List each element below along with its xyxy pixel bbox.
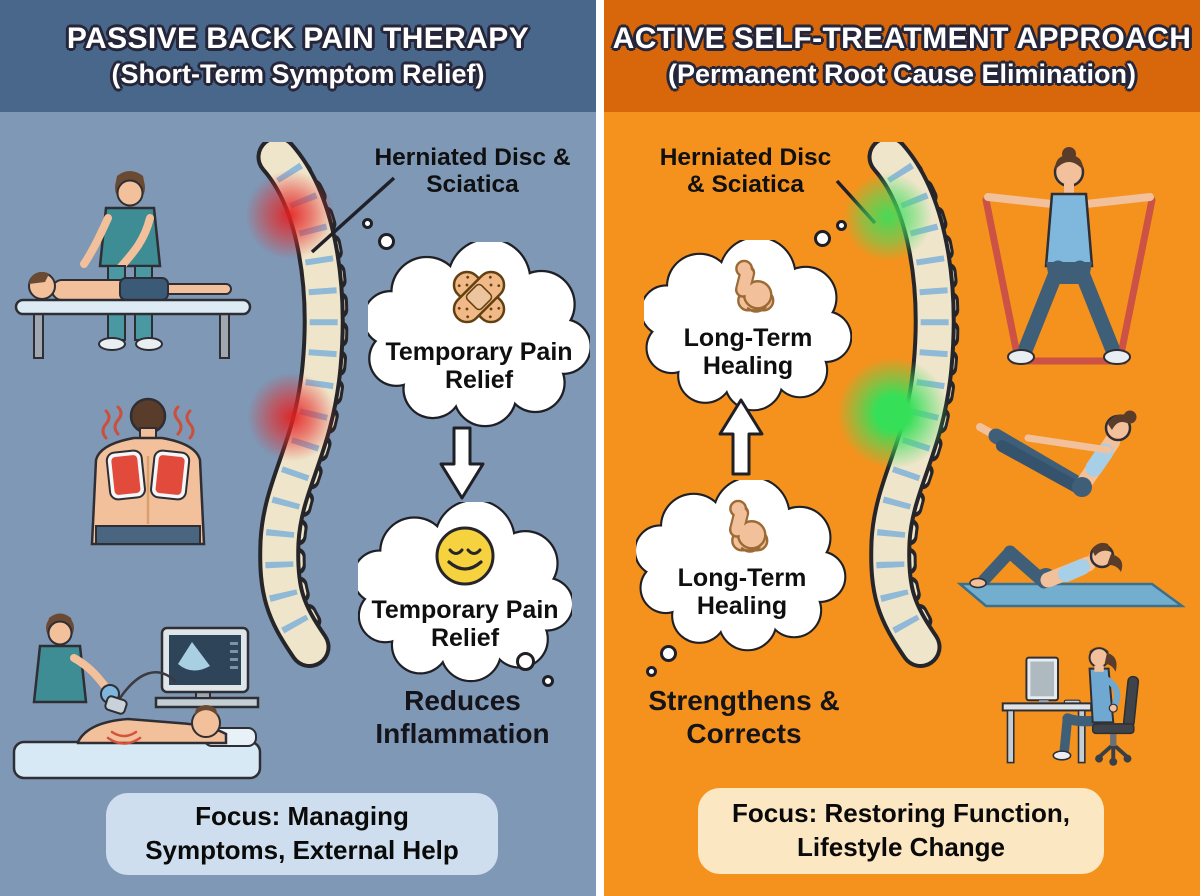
up-arrow-icon [718,398,764,476]
thought-bubble [646,666,657,677]
right-spine-label: Herniated Disc & Sciatica [659,144,832,199]
down-arrow-icon [439,426,485,500]
resistance-band-exercise-illustration [982,147,1156,365]
bicep-icon [727,499,769,553]
thought-bubble [378,233,395,250]
passive-therapy-panel: PASSIVE BACK PAIN THERAPY (Short-Term Sy… [0,0,596,896]
ultrasound-therapy-illustration [12,613,262,780]
right-cloud-1: Long-Term Healing [644,240,852,412]
thought-bubble [516,652,535,671]
left-focus-text: Focus: Managing Symptoms, External Help [145,801,459,865]
thought-bubble [660,645,677,662]
thought-bubble [814,230,831,247]
right-header: ACTIVE SELF-TREATMENT APPROACH (Permanen… [604,0,1200,112]
thought-bubble [362,218,373,229]
left-caption: Reduces Inflammation [375,685,550,750]
heat-pad-therapy-illustration [90,397,206,546]
smiley-icon [435,526,495,586]
focus-label: Focus: [732,798,818,829]
left-cloud-1-text: Temporary Pain Relief [385,338,573,394]
left-focus-box: Focus: Managing Symptoms, External Help [106,793,498,875]
thought-bubble [542,675,554,687]
left-cloud-2: Temporary Pain Relief [358,502,572,684]
left-subtitle: (Short-Term Symptom Relief) [111,59,485,89]
left-spine-label: Herniated Disc & Sciatica [374,144,571,199]
focus-label: Focus: [195,801,281,832]
right-cloud-2-text: Long-Term Healing [677,564,807,620]
active-treatment-panel: ACTIVE SELF-TREATMENT APPROACH (Permanen… [604,0,1200,896]
ergonomic-desk-posture-illustration [1001,646,1140,766]
left-title: PASSIVE BACK PAIN THERAPY [66,22,530,55]
right-cloud-2: Long-Term Healing [636,480,848,652]
bicep-icon [733,259,775,313]
right-caption: Strengthens & Corrects [648,685,840,750]
bandage-icon [452,270,506,324]
right-title: ACTIVE SELF-TREATMENT APPROACH [612,22,1192,55]
right-focus-box: Focus: Restoring Function, Lifestyle Cha… [698,788,1104,874]
left-cloud-1: Temporary Pain Relief [368,242,590,428]
crunch-exercise-illustration [956,542,1186,608]
right-subtitle: (Permanent Root Cause Elimination) [667,59,1137,89]
left-header: PASSIVE BACK PAIN THERAPY (Short-Term Sy… [0,0,596,112]
left-cloud-2-text: Temporary Pain Relief [371,596,559,652]
massage-therapy-illustration [14,171,252,359]
right-focus-text: Focus: Restoring Function, Lifestyle Cha… [732,798,1070,862]
right-cloud-1-text: Long-Term Healing [683,324,813,380]
boat-pose-exercise-illustration [976,410,1137,497]
left-pointer-line [310,176,396,254]
